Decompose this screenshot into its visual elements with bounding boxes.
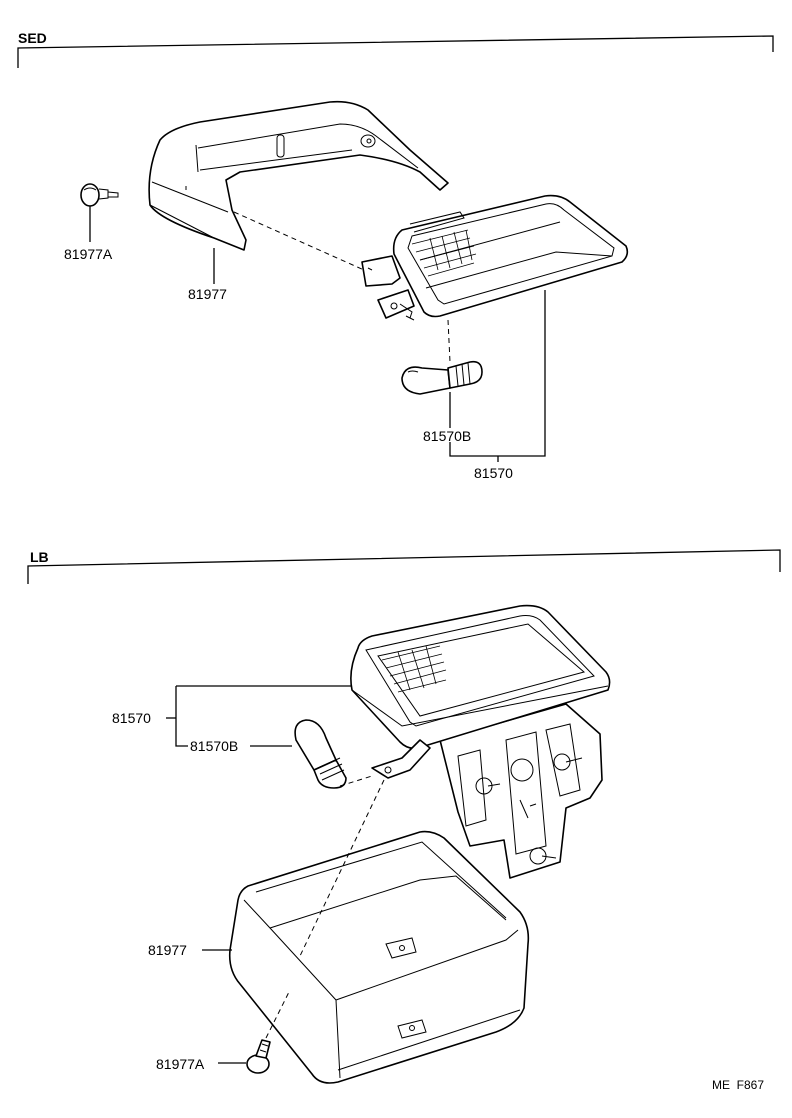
label-81977A-lb: 81977A [156, 1056, 205, 1072]
clip-81977A-sed [80, 183, 119, 207]
label-81570B-sed: 81570B [423, 428, 471, 444]
bulb-81570B-sed [401, 360, 483, 395]
lamp-81570-lb [350, 604, 611, 779]
section-label-sed: SED [18, 30, 47, 46]
section-sed: SED [17, 30, 774, 481]
label-81977A-sed: 81977A [64, 246, 113, 262]
label-81570-sed: 81570 [474, 465, 513, 481]
clip-81977A-lb [246, 1039, 271, 1074]
label-81570-lb: 81570 [112, 710, 151, 726]
label-81977-lb: 81977 [148, 942, 187, 958]
cover-81977-sed [148, 100, 449, 251]
label-81977-sed: 81977 [188, 286, 227, 302]
section-bracket-sed [17, 35, 774, 68]
lamp-81570-sed [361, 194, 629, 321]
section-bracket-lb [27, 549, 781, 584]
cover-81977-lb [228, 830, 530, 1084]
label-81570B-lb: 81570B [190, 738, 238, 754]
section-label-lb: LB [30, 549, 49, 565]
bulb-81570B-lb [294, 719, 347, 789]
drawing-code: ME F867 [712, 1078, 764, 1092]
section-lb: LB [27, 549, 781, 1084]
mount-bracket-lb [439, 703, 603, 879]
